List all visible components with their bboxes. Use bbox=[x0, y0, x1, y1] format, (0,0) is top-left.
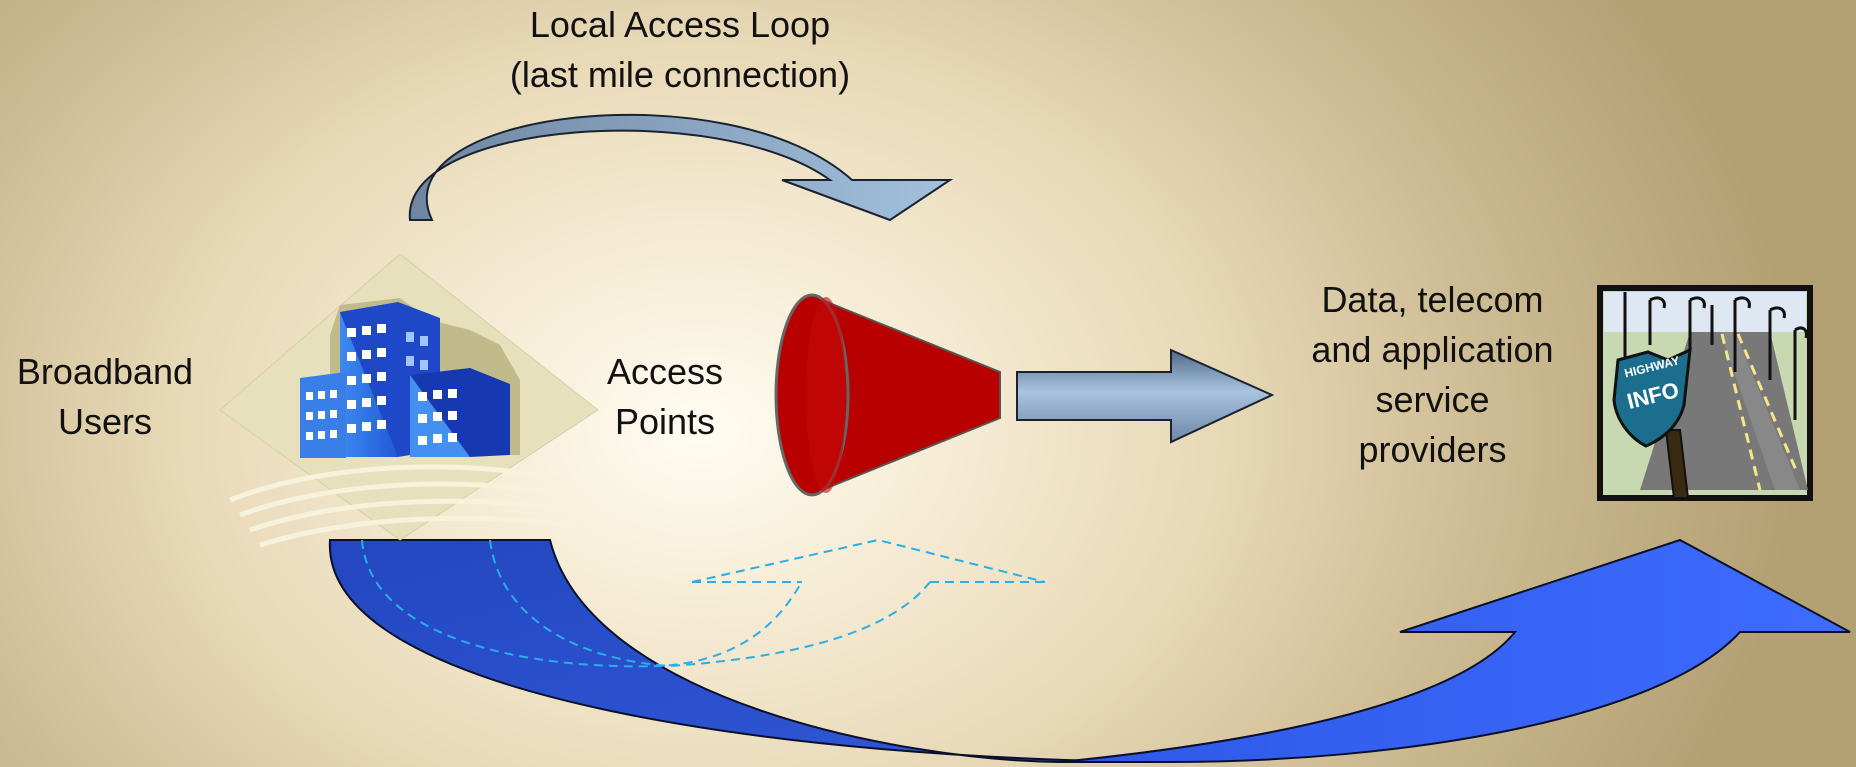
info-highway-icon bbox=[1597, 285, 1813, 501]
access-point-funnel-icon bbox=[774, 293, 1001, 497]
big-arrow-left-sweep bbox=[328, 539, 1171, 763]
right-arrow bbox=[1016, 348, 1275, 444]
local-loop-line2: (last mile connection) bbox=[509, 54, 851, 95]
dashed-return-arrow bbox=[361, 538, 1046, 668]
access-points-label: Access Points bbox=[595, 347, 735, 447]
local-loop-arrow bbox=[408, 113, 954, 222]
broadband-users-label: Broadband Users bbox=[0, 347, 210, 447]
providers-line3: service bbox=[1375, 379, 1490, 420]
providers-label: Data, telecom and application service pr… bbox=[1290, 275, 1575, 475]
big-arrow-right-sweep bbox=[1059, 538, 1851, 763]
providers-line1: Data, telecom bbox=[1321, 279, 1544, 320]
providers-line4: providers bbox=[1358, 429, 1507, 470]
access-line1: Access bbox=[606, 351, 724, 392]
providers-line2: and application bbox=[1311, 329, 1554, 370]
local-loop-line1: Local Access Loop bbox=[529, 4, 831, 45]
broadband-line2: Users bbox=[57, 401, 152, 442]
buildings-icon bbox=[219, 253, 599, 548]
access-line2: Points bbox=[614, 401, 716, 442]
local-loop-label: Local Access Loop (last mile connection) bbox=[490, 0, 870, 100]
broadband-line1: Broadband bbox=[16, 351, 194, 392]
